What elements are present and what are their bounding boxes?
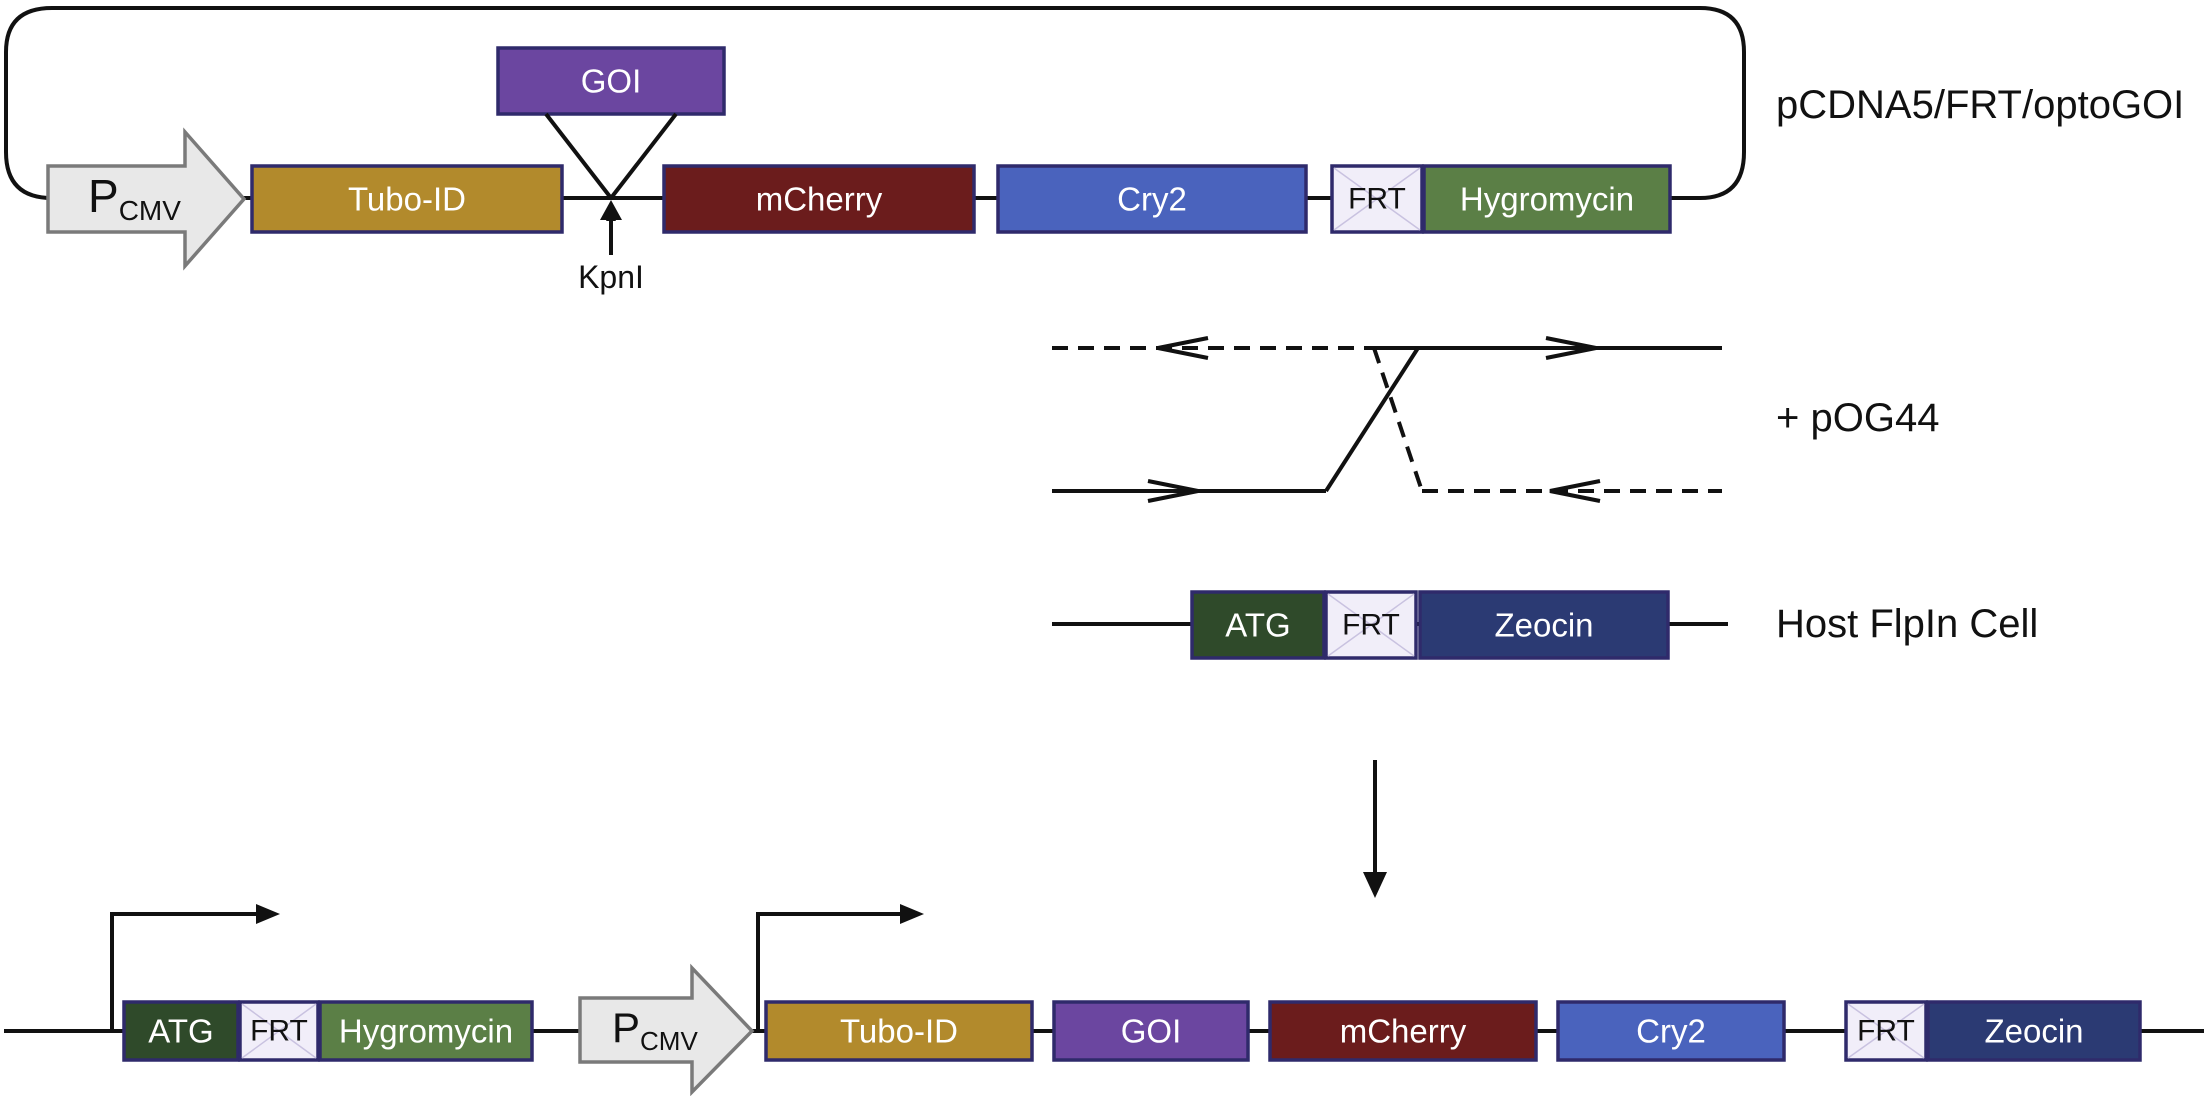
plasmid-frt-box: FRT (1330, 164, 1424, 234)
result-zeocin-box: Zeocin (1926, 1000, 2142, 1062)
tubo-id-label: Tubo-ID (348, 181, 466, 218)
plasmid-hygromycin-box: Hygromycin (1422, 164, 1672, 234)
tss-arrow-2 (756, 904, 924, 1031)
hygromycin-label: Hygromycin (1460, 181, 1634, 218)
result-goi-box: GOI (1052, 1000, 1250, 1062)
host-flpin-locus: ATG FRT Zeocin Host FlpIn Cell (1052, 590, 2038, 660)
mcherry-label: mCherry (756, 181, 883, 218)
promoter-label: PCMV (88, 170, 181, 226)
host-label: Host FlpIn Cell (1776, 602, 2038, 646)
promoter-arrow-shape (46, 127, 247, 271)
integrated-locus: ATG FRT Hygromycin PCMV Tubo-ID GOI mChe… (4, 904, 2204, 1096)
pog44-label: + pOG44 (1776, 396, 1939, 440)
plasmid-construct: PCMV Tubo-ID GOI KpnI mCherry Cry2 (4, 6, 2184, 295)
result-frt-box-1: FRT (238, 1000, 320, 1062)
host-zeocin-label: Zeocin (1494, 607, 1593, 644)
result-cry2-box: Cry2 (1556, 1000, 1786, 1062)
result-promoter-cmv: PCMV (578, 963, 755, 1096)
result-cry2-label: Cry2 (1636, 1013, 1706, 1050)
result-frt-label-2: FRT (1857, 1015, 1915, 1048)
plasmid-title: pCDNA5/FRT/optoGOI (1776, 83, 2184, 127)
host-frt-label: FRT (1342, 609, 1400, 642)
result-promoter-label: PCMV (612, 1004, 698, 1056)
result-tubo-id-label: Tubo-ID (840, 1013, 958, 1050)
cry2-label: Cry2 (1117, 181, 1187, 218)
result-tubo-id-box: Tubo-ID (764, 1000, 1034, 1062)
plasmid-cry2-box: Cry2 (996, 164, 1308, 234)
result-atg-box: ATG (122, 1000, 240, 1062)
result-hygromycin-box: Hygromycin (318, 1000, 534, 1062)
result-mcherry-box: mCherry (1268, 1000, 1538, 1062)
recombination-crossover: + pOG44 (1052, 336, 1939, 503)
kpni-site-marker: KpnI (578, 200, 644, 295)
kpni-label: KpnI (578, 259, 644, 295)
host-atg-label: ATG (1225, 607, 1290, 644)
plasmid-backbone-loop (4, 6, 1746, 200)
plasmid-promoter-cmv: PCMV (46, 127, 247, 271)
host-atg-box: ATG (1190, 590, 1326, 660)
plasmid-mcherry-box: mCherry (662, 164, 976, 234)
result-goi-label: GOI (1121, 1013, 1182, 1050)
result-zeocin-label: Zeocin (1984, 1013, 2083, 1050)
result-frt-box-2: FRT (1844, 1000, 1928, 1062)
plasmid-goi-insert: GOI (496, 46, 726, 200)
result-atg-label: ATG (148, 1013, 213, 1050)
tss-arrow-1 (110, 904, 280, 1031)
goi-label: GOI (581, 63, 642, 100)
result-hygromycin-label: Hygromycin (339, 1013, 513, 1050)
result-frt-label-1: FRT (250, 1015, 308, 1048)
result-mcherry-label: mCherry (1340, 1013, 1467, 1050)
result-arrow (1363, 760, 1387, 898)
host-zeocin-box: Zeocin (1418, 590, 1670, 660)
plasmid-tubo-id-box: Tubo-ID (250, 164, 564, 234)
frt-label: FRT (1348, 183, 1406, 216)
host-frt-box: FRT (1324, 590, 1418, 660)
